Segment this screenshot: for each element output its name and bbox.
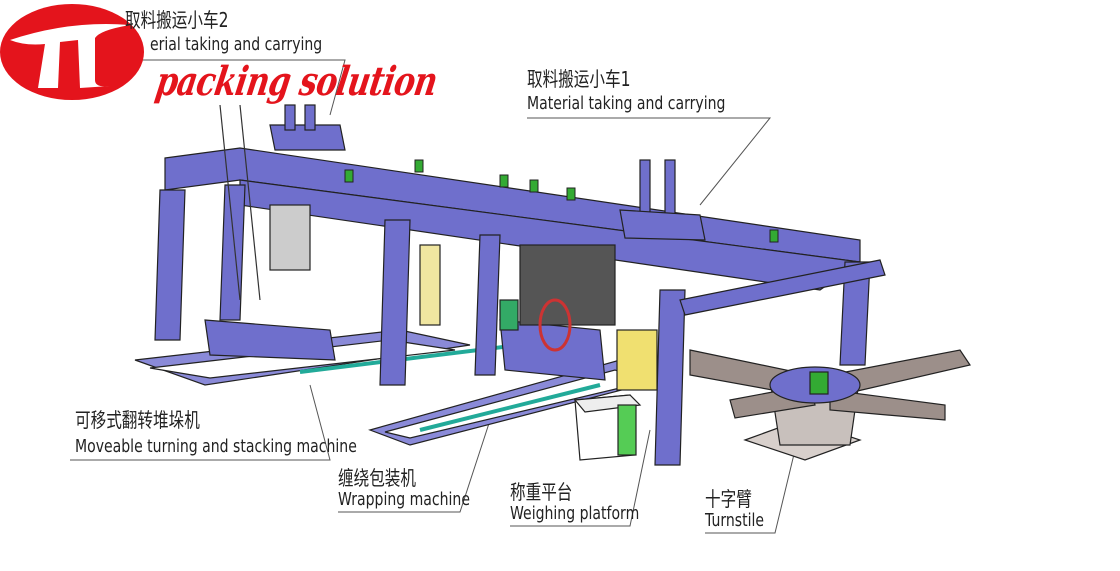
leader-lines	[70, 59, 796, 534]
label-carrier-1-en: Material taking and carrying	[527, 93, 726, 114]
turnstile-drawing	[689, 349, 971, 461]
label-stacker-en: Moveable turning and stacking machine	[75, 436, 357, 457]
label-weighing-en: Weighing platform	[510, 503, 640, 524]
label-wrapper-cn: 缠绕包装机	[338, 466, 416, 490]
label-wrapper-en: Wrapping machine	[338, 489, 470, 510]
gantry-frame	[154, 104, 886, 466]
label-stacker-cn: 可移式翻转堆垛机	[75, 408, 200, 432]
label-turnstile-en: Turnstile	[705, 510, 765, 531]
equipment-details	[219, 104, 658, 461]
brand-logo	[0, 4, 144, 100]
label-carrier-2-en: erial taking and carrying	[150, 34, 323, 55]
label-carrier-2-cn: 取料搬运小车2	[125, 8, 229, 32]
brand-name: packing solution	[152, 58, 441, 105]
label-weighing-cn: 称重平台	[510, 480, 573, 504]
label-carrier-1-cn: 取料搬运小车1	[527, 67, 631, 91]
label-turnstile-cn: 十字臂	[705, 487, 752, 511]
green-brackets	[344, 159, 779, 243]
